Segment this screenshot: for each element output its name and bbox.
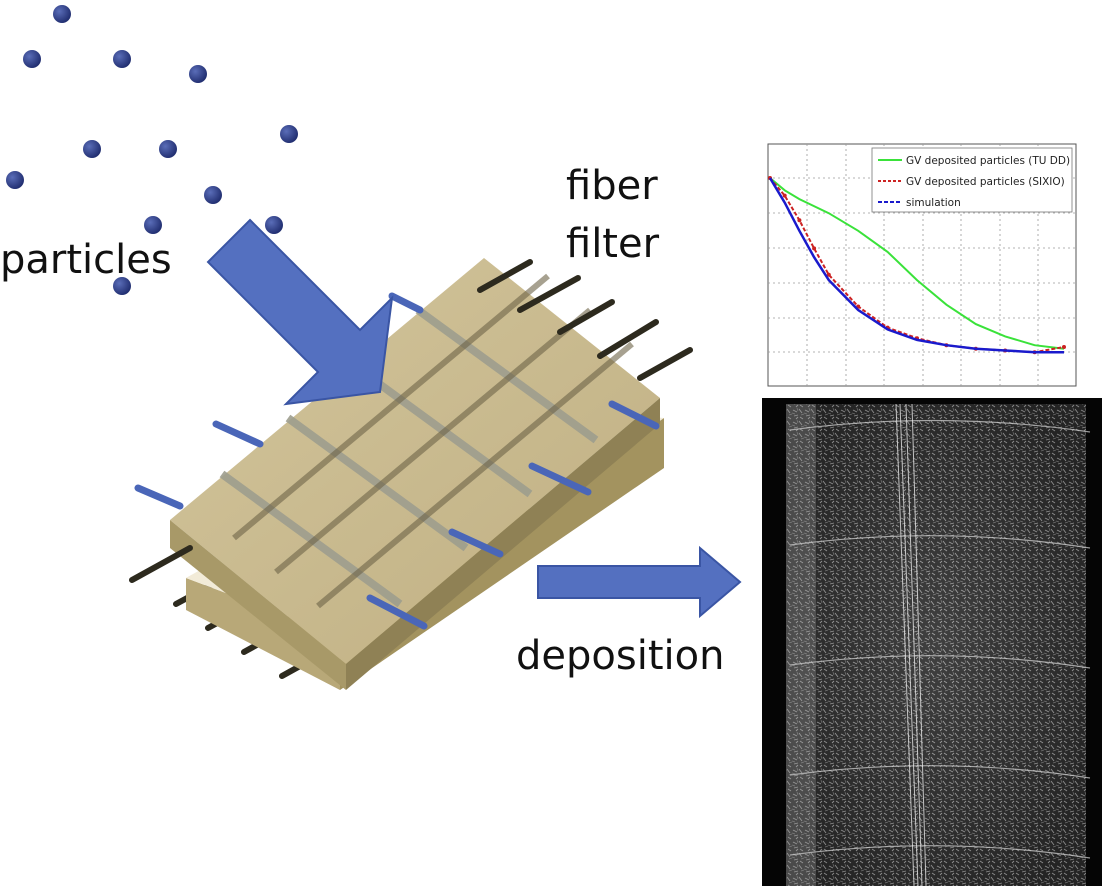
- series-line-1: [769, 177, 1065, 350]
- label-fiber: fiber: [566, 163, 658, 209]
- chart: GV deposited particles (TU DD) GV deposi…: [767, 143, 1077, 387]
- particle: [113, 50, 131, 68]
- fibers-surface-dark: [232, 273, 634, 609]
- particle: [53, 5, 71, 23]
- label-filter: filter: [566, 221, 660, 267]
- legend-box: [871, 147, 1073, 213]
- chart-legend: GV deposited particles (TU DD) GV deposi…: [871, 147, 1073, 213]
- series-point-2-3: [812, 246, 817, 251]
- particle: [144, 216, 162, 234]
- particle: [83, 140, 101, 158]
- particle: [23, 50, 41, 68]
- series-point-2-2: [797, 218, 802, 223]
- filter-upper-slab: [170, 258, 660, 690]
- series-point-2-12: [1062, 345, 1066, 349]
- inflow-arrow: [206, 218, 394, 406]
- legend-entry-sixio: GV deposited particles (SIXIO): [906, 176, 1065, 188]
- micrograph-image: [762, 398, 1102, 886]
- chart-series: [768, 176, 1066, 355]
- particle: [159, 140, 177, 158]
- particle: [265, 216, 283, 234]
- particle: [280, 125, 298, 143]
- series-point-2-4: [826, 272, 831, 277]
- fibers-upper: [129, 259, 693, 583]
- label-particles: particles: [0, 237, 172, 283]
- series-line-3: [768, 177, 1064, 354]
- legend-entry-simulation: simulation: [906, 197, 961, 209]
- particle: [189, 65, 207, 83]
- legend-entry-tu-dd: GV deposited particles (TU DD): [906, 155, 1070, 167]
- deposition-arrow: [537, 545, 742, 619]
- particles-cloud: [6, 5, 298, 295]
- particle: [204, 186, 222, 204]
- particle: [113, 277, 131, 295]
- fibers-blue: [134, 292, 660, 630]
- particle: [6, 171, 24, 189]
- series-point-2-1: [782, 193, 787, 198]
- label-deposition: deposition: [516, 633, 725, 679]
